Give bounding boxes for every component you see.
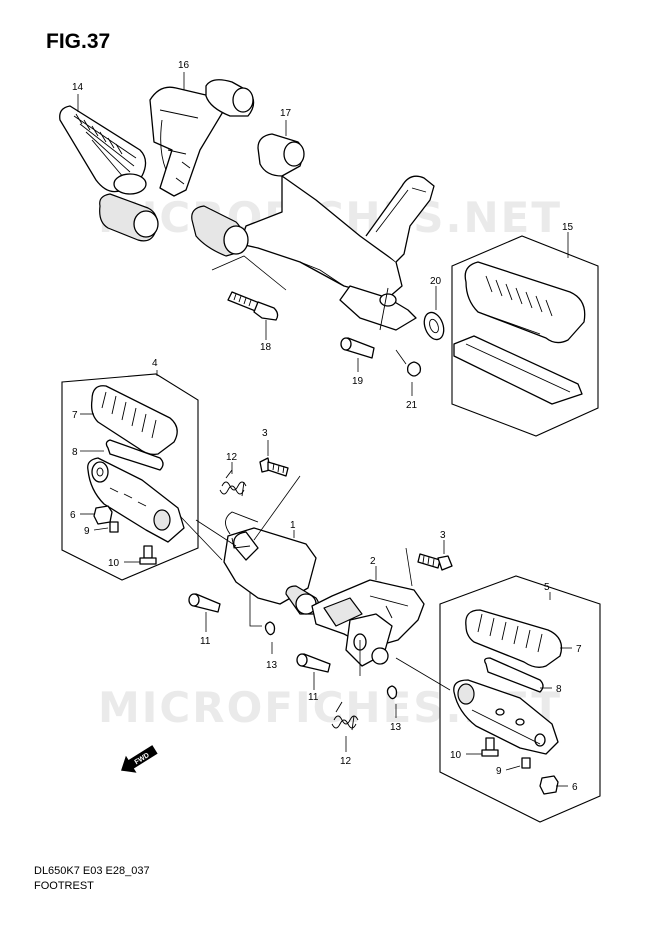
callout-4: 4	[152, 358, 158, 369]
callout-10-right: 10	[450, 750, 462, 761]
callout-17: 17	[280, 108, 292, 119]
callout-15: 15	[562, 222, 574, 233]
callout-1: 1	[290, 520, 296, 531]
part-16-rear-bracket-left	[99, 79, 255, 242]
callout-3-right: 3	[440, 530, 446, 541]
callout-20: 20	[430, 276, 442, 287]
front-footrest-left-group	[61, 373, 320, 654]
part-6-nut-left	[80, 505, 113, 525]
part-11-pin-left	[188, 593, 221, 632]
part-7-footrest-rubber-left	[80, 385, 178, 456]
callout-8-left: 8	[72, 447, 78, 458]
part-11-pin-right	[296, 653, 331, 690]
part-8-plate-right	[484, 657, 552, 693]
callout-10-left: 10	[108, 558, 120, 569]
part-10-bolt-right	[466, 737, 499, 757]
callout-18: 18	[260, 342, 272, 353]
callout-2: 2	[370, 556, 376, 567]
callout-13-right: 13	[390, 722, 402, 733]
callout-3-left: 3	[262, 428, 268, 439]
callout-11-right: 11	[308, 692, 319, 703]
rear-footrest-bracket-group	[59, 79, 599, 437]
part-5-frame	[439, 575, 601, 823]
part-18-bolt	[211, 255, 287, 340]
fwd-arrow-icon: FWD	[121, 745, 158, 773]
part-1-footrest-bracket-left	[195, 475, 320, 627]
figure-name: FOOTREST	[34, 880, 94, 892]
callout-7-left: 7	[72, 410, 78, 421]
part-15-rear-footrest-right-frame	[451, 232, 599, 437]
callout-labels: 14 16 17 15 20 18 19 21 4 7 8 12 3 6 9 1…	[70, 60, 582, 793]
callout-8-right: 8	[556, 684, 562, 695]
part-10-bolt-left	[124, 545, 157, 565]
footrest-body-left	[87, 457, 223, 561]
part-6-nut-right	[539, 775, 568, 795]
callout-12-right: 12	[340, 756, 352, 767]
part-14-rear-footrest-left	[59, 105, 147, 195]
fwd-label: FWD	[134, 752, 151, 766]
callout-16: 16	[178, 60, 190, 71]
part-4-frame	[61, 373, 199, 581]
part-3-bolt-left	[259, 440, 289, 477]
figure-code: DL650K7 E03 E28_037	[34, 865, 150, 877]
part-20-washer	[423, 286, 445, 341]
footrest-body-right	[453, 679, 559, 755]
part-12-spring-left	[219, 462, 247, 497]
part-21-e-clip	[395, 349, 422, 396]
part-9-bolt-left	[93, 521, 119, 533]
part-17-rear-bracket-right	[191, 133, 435, 331]
callout-9-right: 9	[496, 766, 502, 777]
callout-6-left: 6	[70, 510, 76, 521]
callout-21: 21	[406, 400, 418, 411]
figure-title: FIG.37	[46, 30, 111, 53]
callout-5: 5	[544, 582, 550, 593]
callout-12-left: 12	[226, 452, 238, 463]
front-bracket-right-group	[296, 540, 453, 752]
part-9-bolt-right	[505, 757, 531, 771]
part-12-spring-right	[331, 701, 359, 752]
callout-9-left: 9	[84, 526, 90, 537]
part-13-e-clip-left	[264, 621, 276, 654]
part-7-footrest-rubber-right	[465, 609, 572, 668]
front-footrest-right-group	[439, 575, 601, 823]
part-2-footrest-bracket-right	[311, 547, 425, 676]
callout-7-right: 7	[576, 644, 582, 655]
part-13-e-clip-right	[386, 657, 451, 718]
callout-14: 14	[72, 82, 84, 93]
part-19-pin	[340, 337, 375, 372]
callout-13-left: 13	[266, 660, 278, 671]
part-3-bolt-right	[417, 540, 453, 571]
callout-6-right: 6	[572, 782, 578, 793]
part-8-plate-left	[80, 439, 164, 471]
callout-11-left: 11	[200, 636, 211, 647]
callout-19: 19	[352, 376, 364, 387]
